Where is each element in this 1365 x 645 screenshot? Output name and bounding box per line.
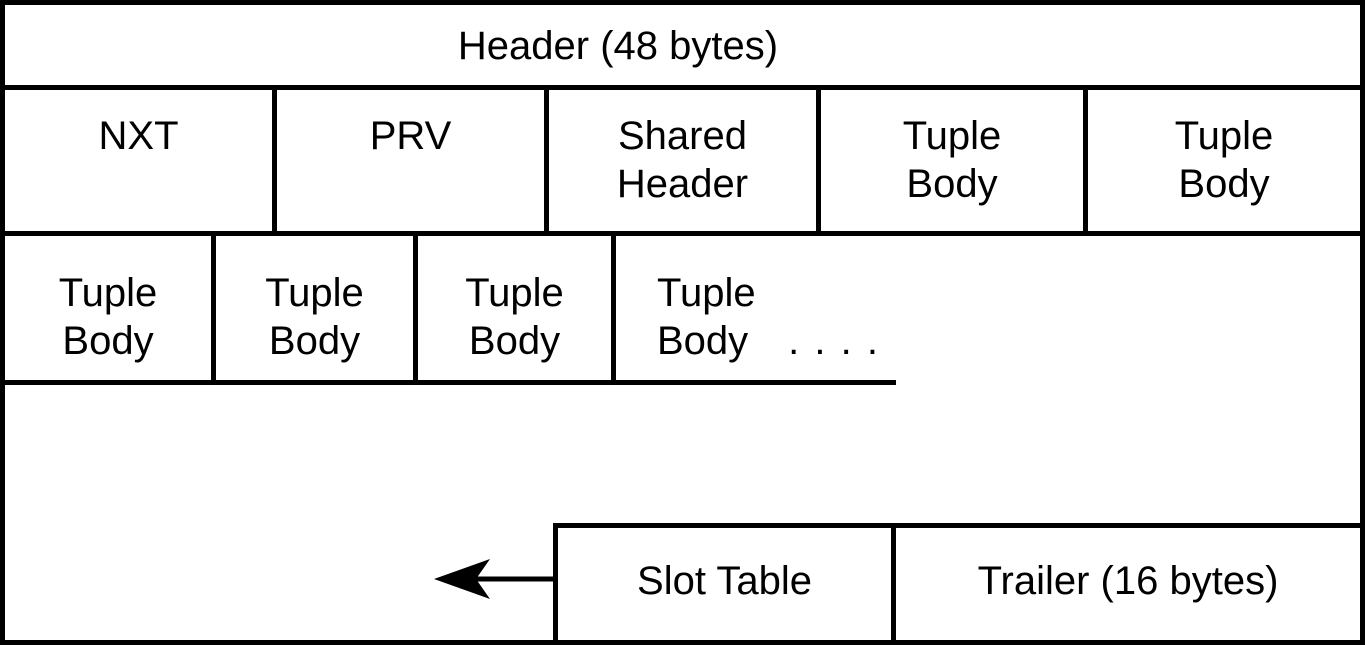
outer-border-right <box>1360 0 1365 645</box>
outer-border-top <box>0 0 1365 5</box>
row2-divider-2 <box>544 85 549 236</box>
row2-divider-3 <box>816 85 821 236</box>
header-label: Header (48 bytes) <box>457 24 779 68</box>
header-row-divider <box>0 85 1365 90</box>
row3-divider-1 <box>211 231 216 385</box>
row3-bottom-partial-line <box>0 380 896 385</box>
shared-header-cell-label: Shared Header <box>616 114 749 206</box>
row3-divider-2 <box>413 231 418 385</box>
nxt-cell-label: NXT <box>98 114 179 158</box>
left-arrow-icon <box>434 559 554 599</box>
tuple-body-cell-label: Tuple Body <box>1174 114 1274 206</box>
slot-table-label: Slot Table <box>637 559 812 603</box>
prv-cell-label: PRV <box>369 114 452 158</box>
bottom-boxes-top-line <box>553 523 1365 528</box>
continuation-dots: . . . . <box>788 319 880 363</box>
outer-border-left <box>0 0 5 645</box>
trailer-label: Trailer (16 bytes) <box>977 559 1279 603</box>
tuple-body-open-cell-label: Tuple Body. . . . <box>657 271 880 363</box>
slot-table-left-border <box>553 523 558 645</box>
outer-border-bottom <box>0 640 1365 645</box>
tuple-body-cell-label: Tuple Body <box>902 114 1002 206</box>
slot-table-trailer-divider <box>891 523 896 645</box>
row3-divider-3 <box>611 231 616 385</box>
row2-row3-divider <box>0 231 1365 236</box>
tuple-body-cell-label: Tuple Body <box>465 271 564 363</box>
tuple-body-cell-label: Tuple Body <box>58 271 158 363</box>
row2-divider-1 <box>272 85 277 236</box>
tuple-body-cell-label: Tuple Body <box>265 271 364 363</box>
row2-divider-4 <box>1083 85 1088 236</box>
